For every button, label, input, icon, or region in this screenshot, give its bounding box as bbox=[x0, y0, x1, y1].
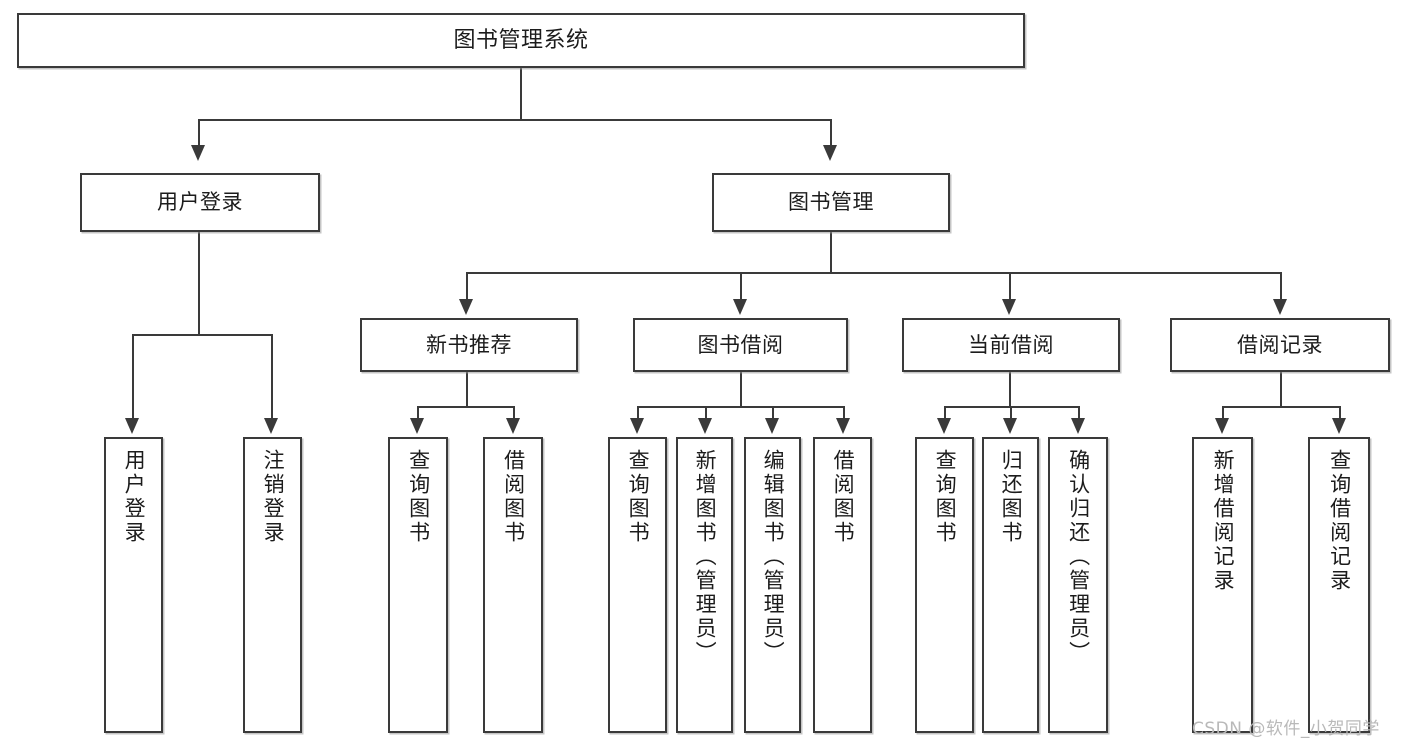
edge-book-manage-stem bbox=[830, 232, 832, 272]
edge-borrow-record-stem bbox=[1280, 372, 1282, 406]
node-leaf-query-book-recommend[interactable]: 查询图书 bbox=[388, 437, 448, 733]
node-label: 用户登录 bbox=[157, 190, 243, 215]
node-current-borrow[interactable]: 当前借阅 bbox=[902, 318, 1120, 372]
edge-to-borrow-record bbox=[1280, 272, 1282, 299]
arrowhead-leaf-confirm-return bbox=[1071, 418, 1085, 434]
edge-new-book-stem bbox=[466, 372, 468, 406]
arrowhead-book-manage bbox=[823, 145, 837, 161]
node-label: 借阅图书 bbox=[501, 449, 526, 545]
edge-current-borrow-leaf-3 bbox=[1078, 406, 1080, 418]
arrowhead-book-borrow bbox=[733, 299, 747, 315]
arrowhead-borrow-record bbox=[1273, 299, 1287, 315]
node-leaf-return-book[interactable]: 归还图书 bbox=[982, 437, 1039, 733]
arrowhead-leaf-edit-book bbox=[765, 418, 779, 434]
arrowhead-leaf-query-book-3 bbox=[937, 418, 951, 434]
arrowhead-leaf-query-book-2 bbox=[630, 418, 644, 434]
node-leaf-borrow-book-recommend[interactable]: 借阅图书 bbox=[483, 437, 543, 733]
edge-new-book-bus bbox=[417, 406, 513, 408]
arrowhead-leaf-query-book-1 bbox=[410, 418, 424, 434]
arrowhead-leaf-add-book bbox=[698, 418, 712, 434]
node-label: 新增借阅记录 bbox=[1211, 449, 1236, 593]
edge-user-login-leaf-2 bbox=[271, 334, 273, 418]
node-label: 编辑图书（管理员） bbox=[761, 449, 786, 665]
node-user-login[interactable]: 用户登录 bbox=[80, 173, 320, 232]
node-book-borrow[interactable]: 图书借阅 bbox=[633, 318, 848, 372]
edge-new-book-leaf-2 bbox=[513, 406, 515, 418]
node-label: 查询图书 bbox=[933, 449, 958, 545]
node-leaf-confirm-return-admin[interactable]: 确认归还（管理员） bbox=[1048, 437, 1108, 733]
node-leaf-borrow-book[interactable]: 借阅图书 bbox=[813, 437, 872, 733]
node-book-management[interactable]: 图书管理 bbox=[712, 173, 950, 232]
edge-borrow-record-bus bbox=[1222, 406, 1339, 408]
edge-new-book-leaf-1 bbox=[417, 406, 419, 418]
edge-root-to-user-login bbox=[198, 119, 200, 145]
node-new-book-recommend[interactable]: 新书推荐 bbox=[360, 318, 578, 372]
node-label: 图书借阅 bbox=[697, 332, 784, 357]
node-leaf-logout[interactable]: 注销登录 bbox=[243, 437, 302, 733]
edge-book-borrow-leaf-2 bbox=[705, 406, 707, 418]
edge-to-current-borrow bbox=[1009, 272, 1011, 299]
edge-borrow-record-leaf-2 bbox=[1339, 406, 1341, 418]
edge-root-stem bbox=[520, 68, 522, 119]
arrowhead-leaf-borrow-book-1 bbox=[506, 418, 520, 434]
edge-current-borrow-leaf-2 bbox=[1010, 406, 1012, 418]
arrowhead-current-borrow bbox=[1002, 299, 1016, 315]
edge-current-borrow-leaf-1 bbox=[944, 406, 946, 418]
node-label: 查询图书 bbox=[626, 449, 651, 545]
edge-root-to-book-manage bbox=[830, 119, 832, 145]
node-label: 借阅记录 bbox=[1237, 332, 1323, 357]
node-label: 注销登录 bbox=[261, 449, 286, 545]
edge-book-borrow-stem bbox=[740, 372, 742, 406]
arrowhead-leaf-return-book bbox=[1003, 418, 1017, 434]
node-label: 当前借阅 bbox=[968, 332, 1054, 357]
node-leaf-query-borrow-record[interactable]: 查询借阅记录 bbox=[1308, 437, 1370, 733]
node-label: 查询图书 bbox=[406, 449, 431, 545]
arrowhead-leaf-query-record bbox=[1332, 418, 1346, 434]
node-label: 图书管理 bbox=[788, 190, 874, 215]
edge-current-borrow-stem bbox=[1009, 372, 1011, 406]
node-label: 用户登录 bbox=[122, 449, 147, 545]
node-label: 图书管理系统 bbox=[453, 27, 589, 53]
arrowhead-user-login bbox=[191, 145, 205, 161]
node-label: 查询借阅记录 bbox=[1327, 449, 1352, 593]
node-leaf-query-book-borrow[interactable]: 查询图书 bbox=[608, 437, 667, 733]
edge-book-borrow-leaf-3 bbox=[772, 406, 774, 418]
edge-to-book-borrow bbox=[740, 272, 742, 299]
arrowhead-leaf-logout bbox=[264, 418, 278, 434]
edge-level2-bus bbox=[466, 272, 1280, 274]
arrowhead-leaf-borrow-book-2 bbox=[836, 418, 850, 434]
node-borrow-record[interactable]: 借阅记录 bbox=[1170, 318, 1390, 372]
arrowhead-leaf-user-login bbox=[125, 418, 139, 434]
csdn-watermark: CSDN @软件_小贺同学 bbox=[1192, 719, 1380, 739]
node-leaf-user-login[interactable]: 用户登录 bbox=[104, 437, 163, 733]
node-root-book-management-system[interactable]: 图书管理系统 bbox=[17, 13, 1025, 68]
edge-book-borrow-leaf-4 bbox=[843, 406, 845, 418]
edge-user-login-bus bbox=[132, 334, 271, 336]
node-label: 归还图书 bbox=[999, 449, 1024, 545]
node-leaf-add-book-admin[interactable]: 新增图书（管理员） bbox=[676, 437, 733, 733]
edge-book-borrow-bus bbox=[637, 406, 843, 408]
edge-book-borrow-leaf-1 bbox=[637, 406, 639, 418]
edge-borrow-record-leaf-1 bbox=[1222, 406, 1224, 418]
edge-user-login-leaf-1 bbox=[132, 334, 134, 418]
arrowhead-new-book bbox=[459, 299, 473, 315]
node-label: 确认归还（管理员） bbox=[1066, 449, 1091, 665]
node-leaf-add-borrow-record[interactable]: 新增借阅记录 bbox=[1192, 437, 1253, 733]
node-label: 新书推荐 bbox=[426, 332, 512, 357]
node-label: 借阅图书 bbox=[831, 449, 856, 545]
node-leaf-edit-book-admin[interactable]: 编辑图书（管理员） bbox=[744, 437, 801, 733]
edge-user-login-stem bbox=[198, 232, 200, 334]
node-label: 新增图书（管理员） bbox=[693, 449, 718, 665]
node-leaf-query-book-current[interactable]: 查询图书 bbox=[915, 437, 974, 733]
edge-to-new-book bbox=[466, 272, 468, 299]
edge-level1-bus bbox=[198, 119, 830, 121]
arrowhead-leaf-add-record bbox=[1215, 418, 1229, 434]
